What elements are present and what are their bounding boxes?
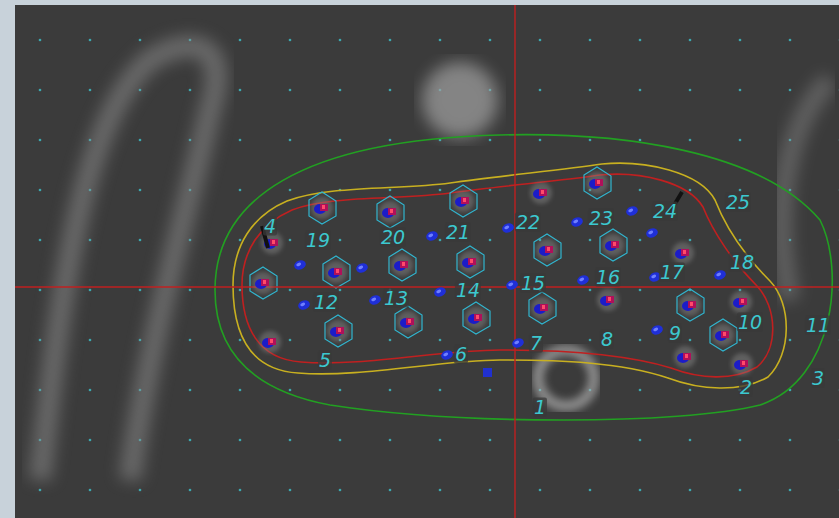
- callout-number: 5: [318, 351, 332, 370]
- callout-number: 8: [600, 330, 614, 349]
- seed: [713, 269, 727, 282]
- seed: [530, 182, 552, 204]
- seed: [297, 299, 311, 312]
- seed: [293, 259, 307, 272]
- callout-number: 9: [668, 324, 682, 343]
- seed: [425, 230, 439, 243]
- callout-number: 7: [529, 334, 543, 353]
- seed: [602, 234, 624, 256]
- seed: [625, 205, 639, 218]
- polygon: [309, 192, 336, 224]
- polygon: [463, 302, 490, 334]
- callout-number: 17: [659, 263, 685, 282]
- crosshair-vertical: [514, 5, 515, 518]
- polygon: [325, 315, 352, 347]
- seed: [452, 190, 474, 212]
- seed: [368, 294, 382, 307]
- polygon: [534, 234, 561, 266]
- polygon: [323, 256, 350, 288]
- seed: [325, 261, 347, 283]
- seed: [465, 307, 487, 329]
- bone-left: [40, 46, 216, 480]
- marker-square: [483, 368, 492, 377]
- polygon: [395, 306, 422, 338]
- seed: [355, 262, 369, 275]
- callout-number: 18: [729, 253, 755, 272]
- polygon: [450, 185, 477, 217]
- callout-number: 23: [588, 209, 614, 228]
- polygon: [457, 246, 484, 278]
- needle-polygons: [250, 167, 737, 351]
- callout-number: 6: [454, 345, 468, 364]
- outer-contour: [215, 135, 832, 420]
- seed: [252, 272, 274, 294]
- bone-right: [782, 80, 830, 300]
- seeds: [252, 172, 753, 377]
- callout-number: 14: [455, 281, 481, 300]
- seed: [679, 294, 701, 316]
- seed: [674, 346, 696, 368]
- seed: [433, 286, 447, 299]
- callout-number: 25: [725, 193, 751, 212]
- seed: [311, 197, 333, 219]
- seed: [570, 216, 584, 229]
- seed: [511, 337, 525, 350]
- callout-number: 24: [652, 202, 678, 221]
- yellow-contour: [233, 163, 786, 388]
- callout-number: 19: [305, 231, 331, 250]
- seed: [586, 172, 608, 194]
- seed: [531, 297, 553, 319]
- seed: [576, 274, 590, 287]
- seed: [536, 239, 558, 261]
- callout-number: 3: [811, 369, 825, 388]
- seed: [459, 251, 481, 273]
- callout-number: 20: [380, 228, 406, 247]
- seed: [505, 279, 519, 292]
- callout-number: 1: [533, 398, 547, 417]
- seed: [597, 289, 619, 311]
- seed: [397, 311, 419, 333]
- seed: [440, 349, 454, 362]
- seed: [501, 222, 515, 235]
- polygon: [710, 319, 737, 351]
- polygon: [389, 249, 416, 281]
- polygon: [584, 167, 611, 199]
- polygon: [600, 229, 627, 261]
- seed: [327, 320, 349, 342]
- red-contour: [242, 174, 773, 377]
- callout-number: 13: [383, 289, 409, 308]
- callout-number: 12: [313, 293, 339, 312]
- callout-number: 16: [595, 268, 621, 287]
- polygon: [529, 292, 556, 324]
- image-ground: [15, 5, 839, 518]
- seed: [391, 254, 413, 276]
- callout-number: 15: [520, 274, 546, 293]
- seed: [712, 324, 734, 346]
- seed: [731, 353, 753, 375]
- callout-number: 22: [515, 213, 541, 232]
- polygon: [377, 196, 404, 228]
- callout-number: 4: [263, 217, 277, 236]
- polygon: [250, 267, 277, 299]
- polygon: [677, 289, 704, 321]
- seed: [379, 201, 401, 223]
- bright-structure: [422, 62, 498, 138]
- crosshair-horizontal: [15, 286, 839, 287]
- callout-number: 11: [805, 316, 831, 335]
- grid-dots: [15, 5, 839, 518]
- callout-number: 2: [739, 378, 753, 397]
- callout-number: 10: [737, 313, 763, 332]
- seed: [672, 242, 694, 264]
- seed: [259, 331, 281, 353]
- seed: [650, 324, 664, 337]
- seed: [645, 227, 659, 240]
- seed: [730, 291, 752, 313]
- callout-number: 21: [445, 223, 471, 242]
